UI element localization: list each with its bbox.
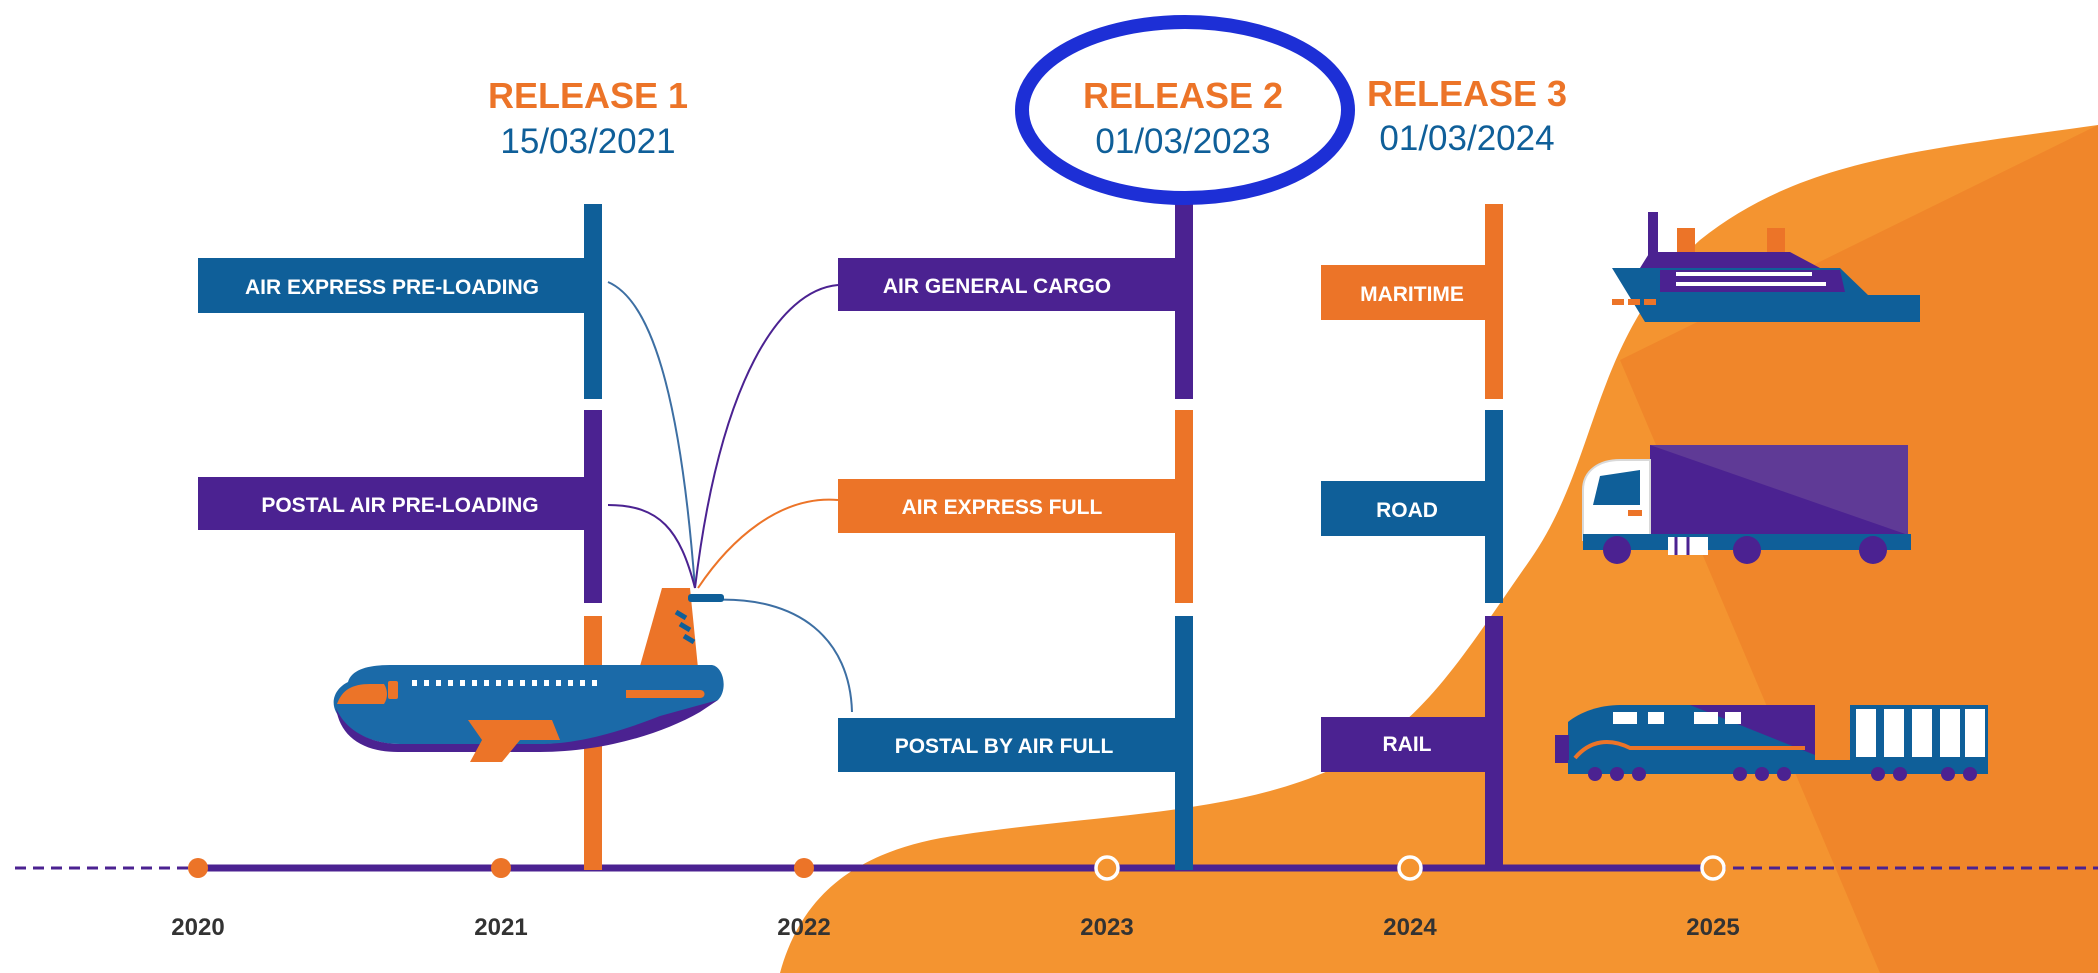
release-1-bar-top: [584, 204, 602, 399]
milestone-air-express-preloading-box: [198, 258, 585, 313]
release-3-date: 01/03/2024: [1379, 119, 1554, 158]
year-label-2022: 2022: [777, 914, 830, 941]
milestone-postal-by-air-full-box: [838, 718, 1176, 772]
milestone-road-box: [1321, 481, 1486, 536]
release-2-title: RELEASE 2: [1083, 75, 1283, 116]
release-2-date: 01/03/2023: [1095, 122, 1270, 161]
release-2-bar-top: [1175, 204, 1193, 399]
milestone-air-express-full-label: AIR EXPRESS FULL: [902, 496, 1103, 519]
year-marker-2024: [1397, 855, 1423, 881]
connector-air-general-cargo: [694, 284, 839, 589]
year-marker-2020: [188, 858, 208, 878]
release-1-bar-middle: [584, 410, 602, 603]
connector-air-express-preloading: [607, 281, 696, 589]
ship-icon: [1612, 212, 1920, 322]
release-3-bar-top: [1485, 204, 1503, 399]
year-label-2024: 2024: [1383, 914, 1437, 941]
milestone-rail-box: [1321, 717, 1486, 772]
release-2-bar-middle: [1175, 410, 1193, 603]
year-marker-2021: [491, 858, 511, 878]
milestone-air-general-cargo-box: [838, 258, 1176, 311]
milestone-road-label: ROAD: [1376, 499, 1438, 522]
truck-icon: [1582, 445, 1911, 564]
year-marker-2025: [1700, 855, 1726, 881]
release-3-bar-bottom: [1485, 616, 1503, 870]
connector-postal-by-air-full: [709, 598, 853, 713]
connector-air-express-full: [697, 498, 839, 589]
year-marker-2023: [1094, 855, 1120, 881]
release-2-highlight-ellipse: [1015, 15, 1355, 205]
train-icon: [1555, 705, 1988, 781]
year-label-2021: 2021: [474, 914, 527, 941]
release-1-title: RELEASE 1: [488, 75, 688, 116]
release-2-bar-bottom: [1175, 616, 1193, 870]
year-marker-2022: [794, 858, 814, 878]
year-label-2025: 2025: [1686, 914, 1739, 941]
milestone-postal-air-preloading-box: [198, 477, 585, 530]
release-3-title: RELEASE 3: [1367, 73, 1567, 114]
release-1-date: 15/03/2021: [500, 122, 675, 161]
milestone-maritime-label: MARITIME: [1360, 283, 1464, 306]
year-label-2020: 2020: [171, 914, 224, 941]
milestone-rail-label: RAIL: [1383, 733, 1432, 756]
milestone-postal-by-air-full-label: POSTAL BY AIR FULL: [895, 735, 1114, 758]
year-label-2023: 2023: [1080, 914, 1133, 941]
milestone-air-general-cargo-label: AIR GENERAL CARGO: [883, 275, 1111, 298]
milestone-maritime-box: [1321, 265, 1486, 320]
milestone-air-express-preloading-label: AIR EXPRESS PRE-LOADING: [245, 276, 539, 299]
release-3-bar-middle: [1485, 410, 1503, 603]
milestone-postal-air-preloading-label: POSTAL AIR PRE-LOADING: [261, 494, 538, 517]
airplane-icon: [333, 588, 724, 762]
milestone-air-express-full-box: [838, 479, 1176, 533]
connector-postal-air-preloading: [607, 504, 696, 589]
